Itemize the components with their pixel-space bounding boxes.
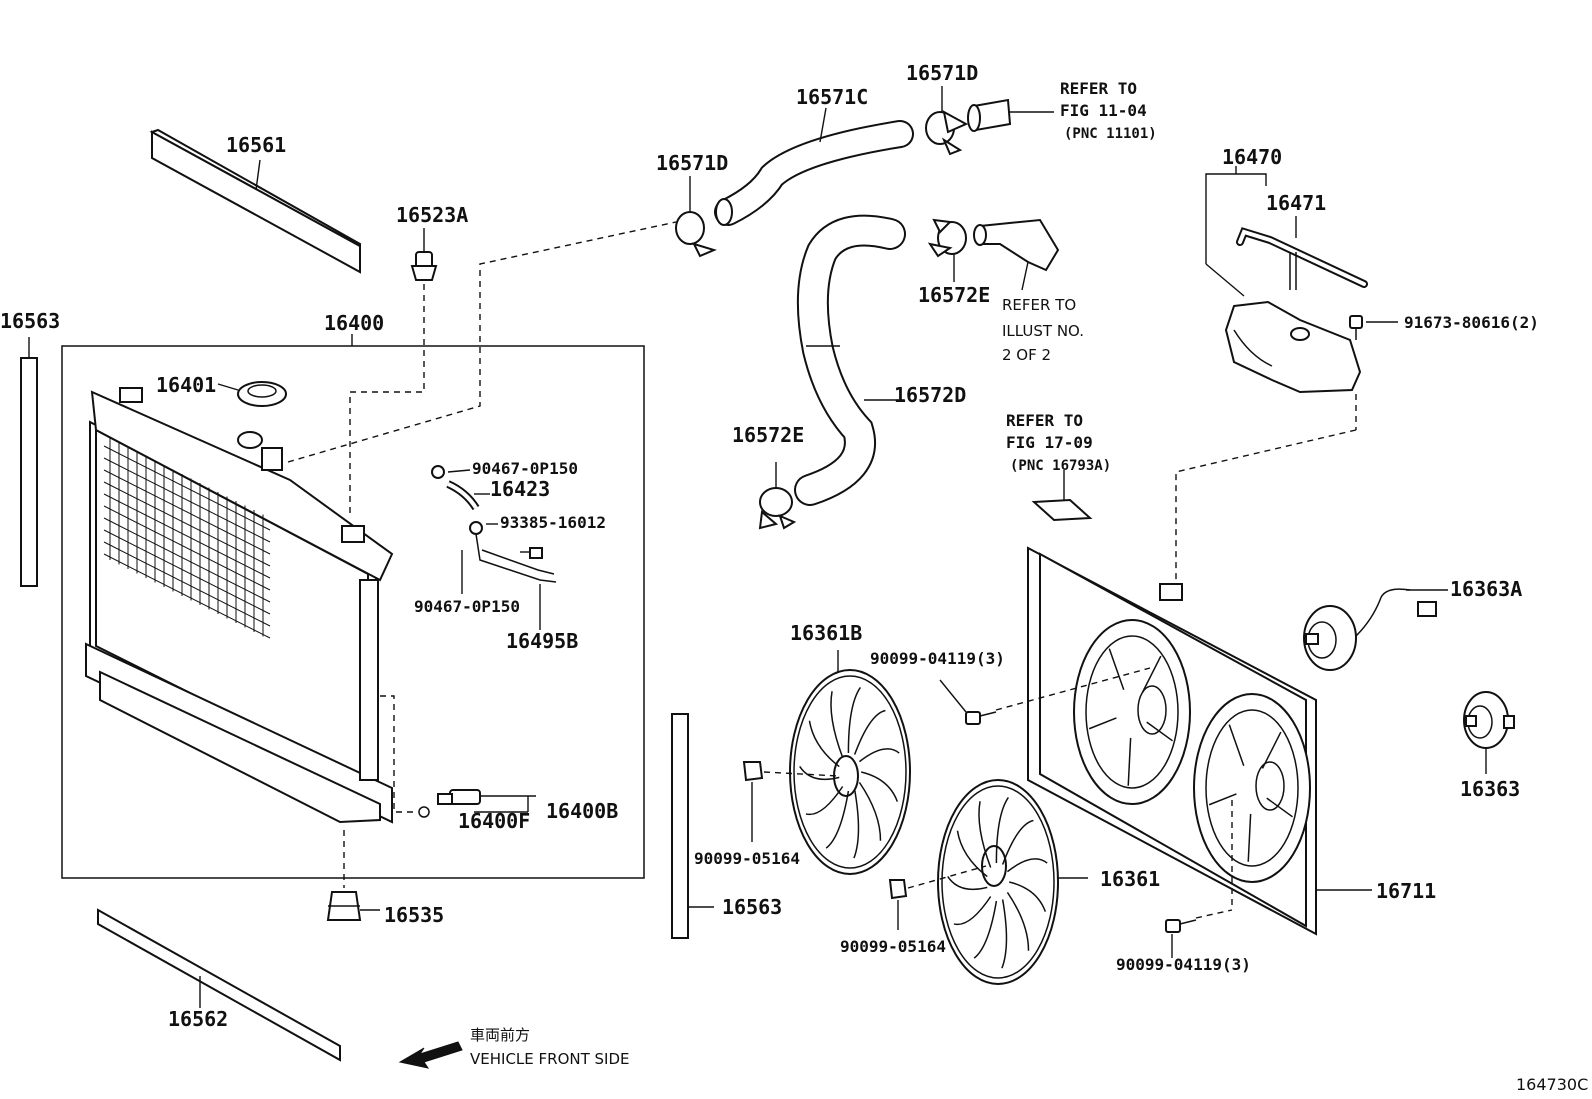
radiator-cap-16401 (217, 381, 287, 407)
shroud-struts (1088, 648, 1293, 862)
radiator-fins (95, 438, 381, 802)
cushion-16535 (326, 830, 380, 921)
nut-90099-05164-mid (888, 865, 987, 930)
fan-16361 (937, 779, 1088, 985)
label-90099-04119-top: 90099-04119(3) (870, 649, 1005, 668)
upper-seal-16561 (149, 128, 361, 274)
label-90467-bot: 90467-0P150 (414, 597, 520, 616)
label-90099-05164-left: 90099-05164 (694, 849, 800, 868)
svg-text:(PNC 16793A): (PNC 16793A) (1010, 458, 1111, 474)
svg-text:FIG 17-09: FIG 17-09 (1006, 433, 1093, 452)
ref-fig-11-04: REFER TO FIG 11-04 (PNC 11101) (1060, 79, 1157, 142)
side-seal-16563-left (20, 337, 38, 587)
fan-motor-16363 (1463, 691, 1515, 774)
nut-90099-05164-left (742, 761, 839, 842)
label-16361B: 16361B (790, 621, 862, 645)
label-16400F: 16400F (458, 809, 530, 833)
label-16563-mid: 16563 (722, 895, 782, 919)
leader-tank-shroud (1175, 429, 1357, 590)
label-16563-left: 16563 (0, 309, 60, 333)
label-16523A: 16523A (396, 203, 468, 227)
water-inlet (973, 218, 1060, 291)
side-seal-16563-mid (671, 713, 714, 939)
svg-text:REFER TO: REFER TO (1006, 411, 1083, 430)
label-16572D: 16572D (894, 383, 966, 407)
clamp-16572E-left (758, 462, 797, 530)
lower-hose-16572D (794, 214, 906, 506)
ref-illust-2of2: REFER TO ILLUST NO. 2 OF 2 (1002, 296, 1084, 364)
label-90467-top: 90467-0P150 (472, 459, 578, 478)
outlet-pipe (967, 98, 1054, 132)
reserve-tank-16470 (1205, 166, 1362, 430)
label-90099-04119-bot: 90099-04119(3) (1116, 955, 1251, 974)
label-16363: 16363 (1460, 777, 1520, 801)
label-16562: 16562 (168, 1007, 228, 1031)
svg-text:REFER TO: REFER TO (1060, 79, 1137, 98)
label-16711: 16711 (1376, 879, 1436, 903)
radiator-group-frame (61, 345, 645, 879)
label-16572E-left: 16572E (732, 423, 804, 447)
bolt-90099-04119-top (939, 667, 1151, 725)
fig1709-pad (1031, 470, 1093, 522)
bolt-90099-04119-bot (1165, 800, 1233, 958)
label-16571C: 16571C (796, 85, 868, 109)
label-16561: 16561 (226, 133, 286, 157)
clamp-16572E-top (927, 218, 967, 282)
hose-16423-bracket-16495B (431, 465, 557, 630)
svg-text:ILLUST NO.: ILLUST NO. (1002, 322, 1084, 340)
clamp-16571D-left (675, 176, 717, 258)
svg-text:FIG 11-04: FIG 11-04 (1060, 101, 1147, 120)
clamp-16571D-top (925, 86, 969, 156)
svg-text:(PNC 11101): (PNC 11101) (1064, 126, 1157, 142)
bolt-91673 (1349, 315, 1398, 340)
fan-blades-16361 (947, 797, 1048, 969)
radiator-16400 (85, 387, 394, 824)
fan-blades-16361B (799, 687, 900, 859)
label-90099-05164-mid: 90099-05164 (840, 937, 946, 956)
fan-motor-16363A (1303, 588, 1448, 671)
front-side-jp: 車両前方 (470, 1026, 530, 1044)
fan-16361B (789, 650, 911, 875)
label-16401: 16401 (156, 373, 216, 397)
vehicle-front-arrow (398, 1041, 463, 1069)
label-16495B: 16495B (506, 629, 578, 653)
label-16572E-top: 16572E (918, 283, 990, 307)
label-16471: 16471 (1266, 191, 1326, 215)
drain-cock-16400B (380, 695, 536, 818)
label-91673: 91673-80616(2) (1404, 313, 1539, 332)
cushion-16523A (349, 228, 438, 518)
overflow-hose-16471 (1236, 216, 1368, 290)
label-16363A: 16363A (1450, 577, 1522, 601)
label-16400: 16400 (324, 311, 384, 335)
label-93385: 93385-16012 (500, 513, 606, 532)
label-16423: 16423 (490, 477, 550, 501)
fan-shroud-16711 (1027, 546, 1372, 936)
svg-text:REFER TO: REFER TO (1002, 296, 1076, 314)
svg-text:2 OF 2: 2 OF 2 (1002, 346, 1051, 364)
leader-overflow (287, 221, 677, 463)
label-16535: 16535 (384, 903, 444, 927)
label-16571D-left: 16571D (656, 151, 728, 175)
lower-seal-16562 (97, 908, 341, 1062)
label-16361: 16361 (1100, 867, 1160, 891)
label-16470: 16470 (1222, 145, 1282, 169)
label-16571D-top: 16571D (906, 61, 978, 85)
figure-id: 164730C (1516, 1075, 1588, 1094)
front-side-en: VEHICLE FRONT SIDE (470, 1050, 630, 1068)
label-16400B: 16400B (546, 799, 618, 823)
ref-fig-17-09: REFER TO FIG 17-09 (PNC 16793A) (1006, 411, 1111, 474)
upper-hose-16571C (714, 107, 914, 226)
